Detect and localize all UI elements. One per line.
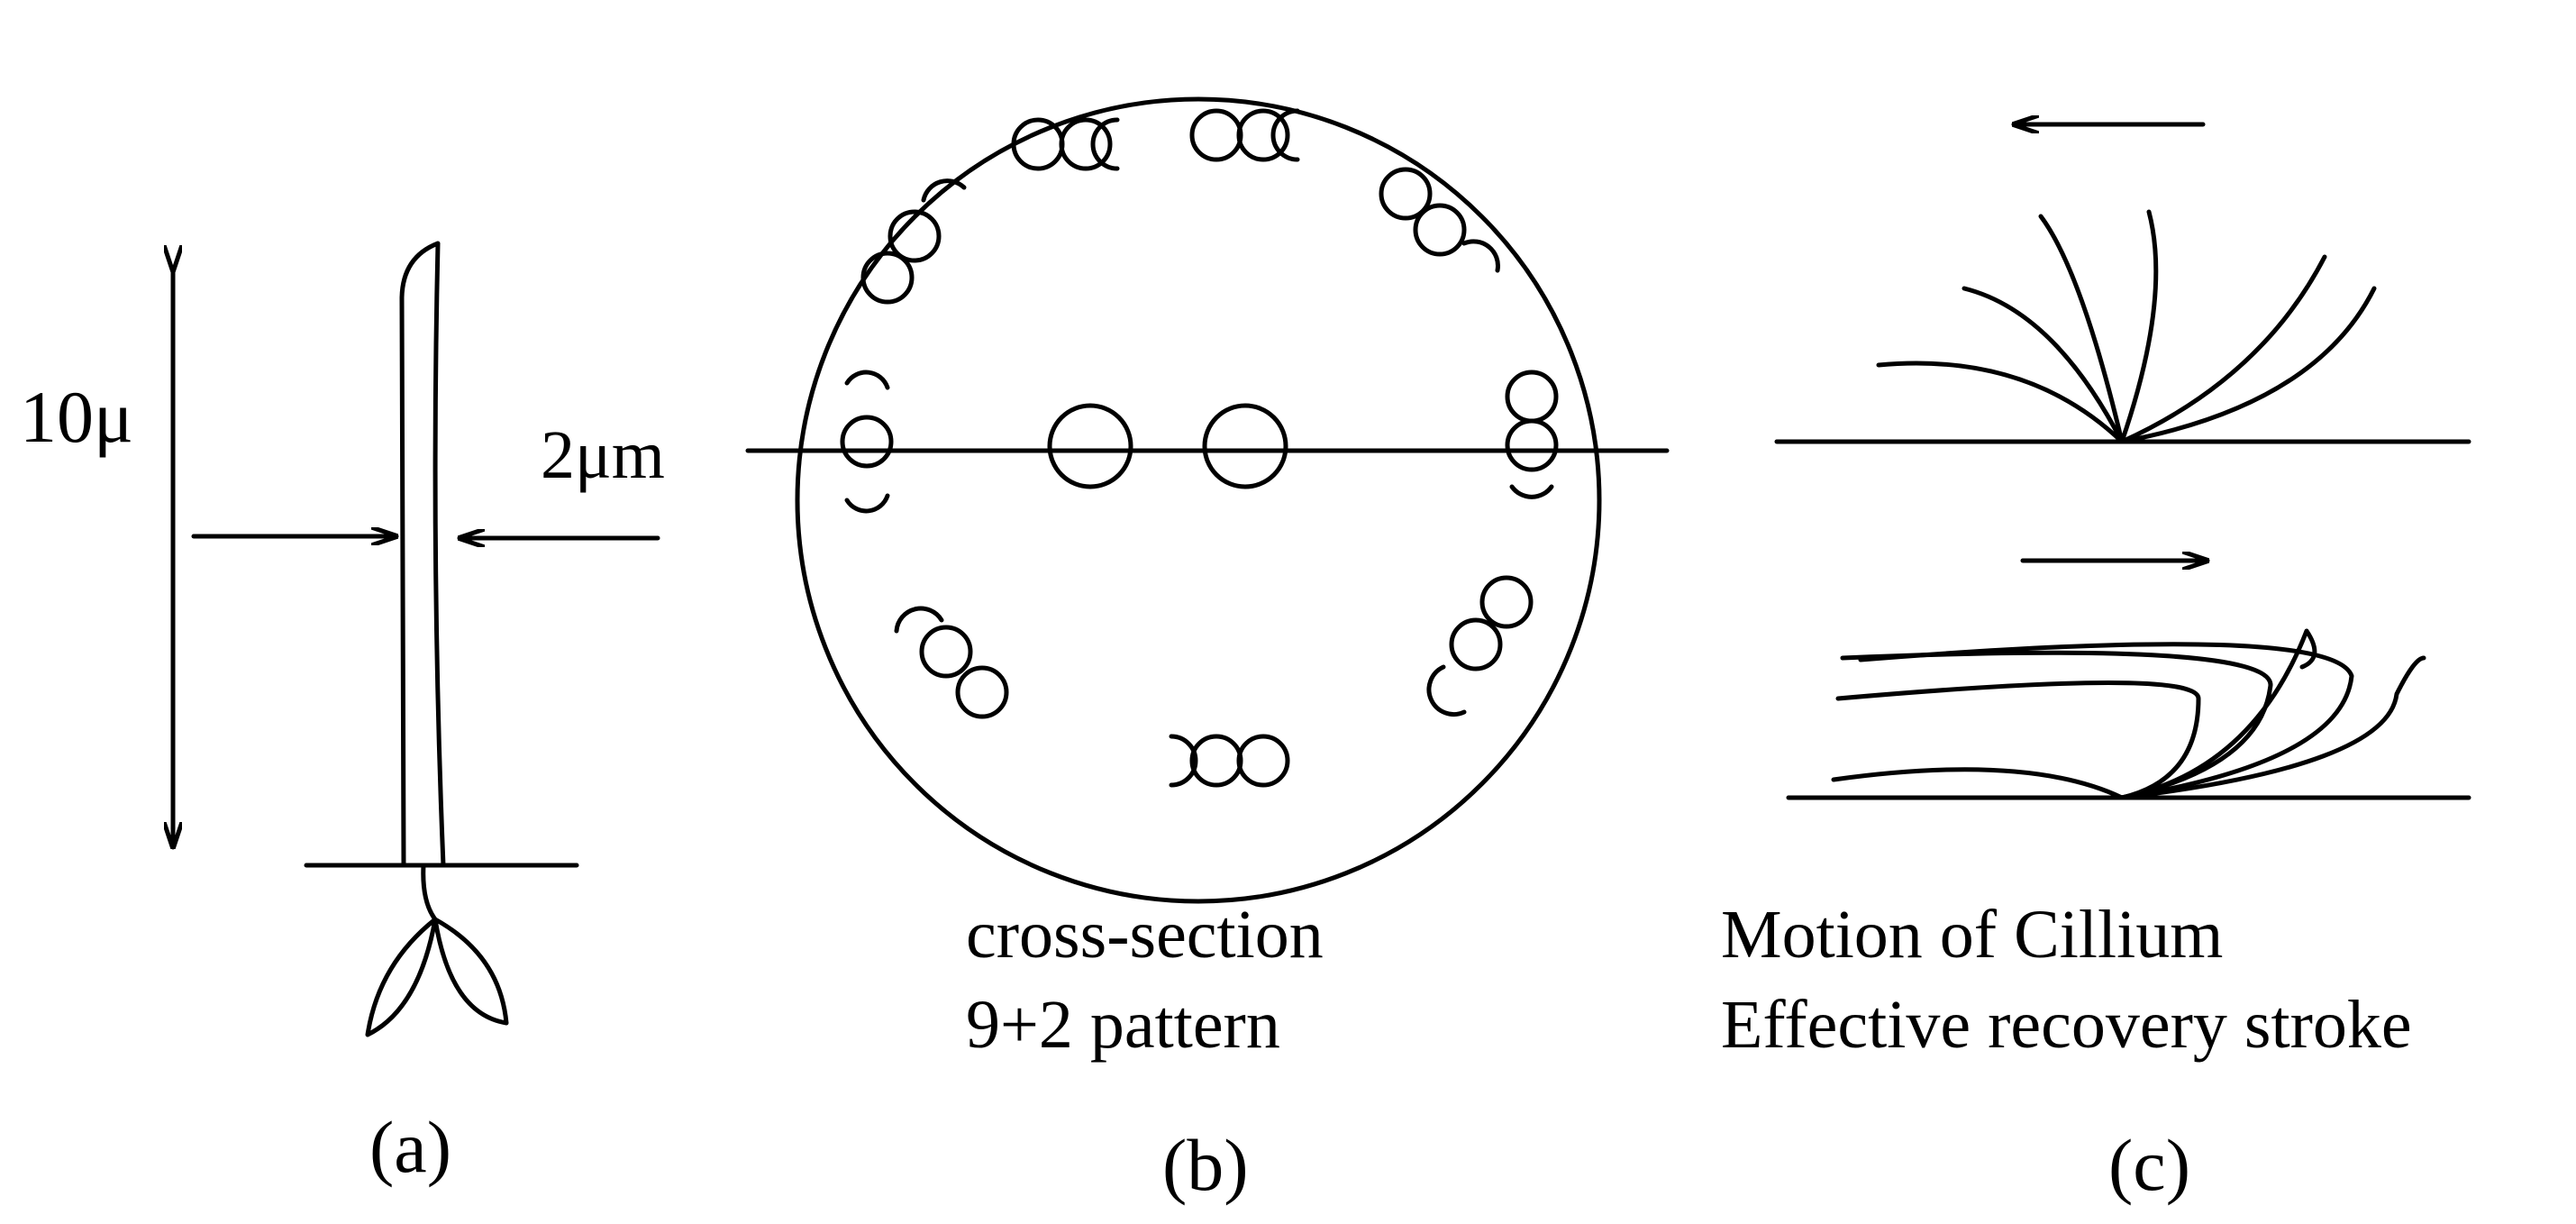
doublet-upper-right <box>1379 167 1500 273</box>
diameter-label: 2μm <box>541 417 665 493</box>
caption-c-line1: Motion of Cillium <box>1721 897 2223 973</box>
doublet-top-center <box>1189 108 1300 162</box>
central-microtubule-left <box>1047 403 1133 489</box>
doublet-bottom <box>1169 734 1290 788</box>
rootlet-left <box>365 917 438 1037</box>
panel-a: 10μ 2μm (a) <box>20 241 665 1188</box>
central-microtubule-right <box>1202 403 1288 489</box>
doublet-upper-left <box>860 178 967 305</box>
caption-b-line1: cross-section <box>966 897 1324 973</box>
rootlet-right <box>432 917 509 1026</box>
length-label: 10μ <box>20 376 133 458</box>
cilium-shaft <box>399 241 446 868</box>
panel-c: Motion of Cillium Effective recovery str… <box>1721 124 2471 1206</box>
doublet-left <box>840 370 894 514</box>
caption-b-line2: 9+2 pattern <box>966 987 1280 1063</box>
doublet-lower-right <box>1426 575 1534 717</box>
panel-b: cross-section 9+2 pattern (b) <box>745 96 1670 1206</box>
caption-a: (a) <box>369 1106 451 1188</box>
caption-c: (c) <box>2108 1124 2190 1206</box>
basal-root <box>421 863 438 922</box>
caption-b: (b) <box>1162 1124 1249 1206</box>
doublet-lower-left <box>894 606 1009 719</box>
effective-stroke-cilia <box>1876 209 2377 444</box>
recovery-stroke-cilia <box>1831 628 2426 800</box>
doublet-top-left <box>1011 117 1120 171</box>
caption-c-line2: Effective recovery stroke <box>1721 987 2412 1063</box>
cross-section-circle <box>795 96 1602 904</box>
doublet-right <box>1505 370 1559 499</box>
